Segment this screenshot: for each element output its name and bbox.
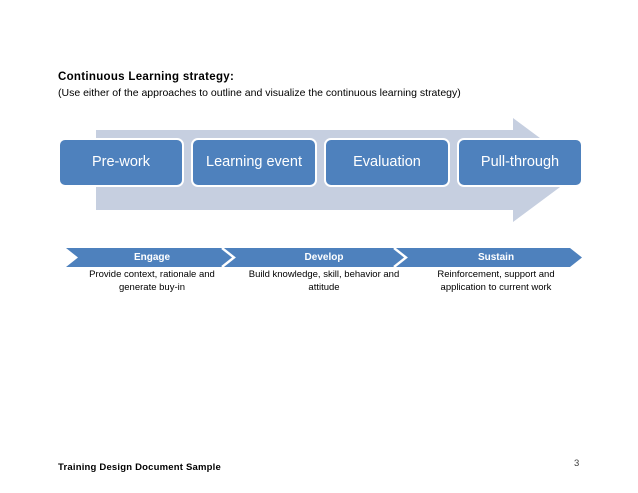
stage-box-evaluation[interactable]: Evaluation (324, 138, 450, 187)
chevron-label-list: Engage Develop Sustain (66, 248, 582, 267)
stage-arrow-diagram: Pre-work Learning event Evaluation Pull-… (58, 118, 583, 222)
chevron-step-label: Engage (133, 251, 171, 263)
heading-block: Continuous Learning strategy: (Use eithe… (58, 70, 558, 100)
chevron-step-engage[interactable]: Engage (66, 248, 238, 267)
chevron-description-engage: Provide context, rationale and generate … (66, 268, 238, 294)
stage-box-label: Pre-work (91, 154, 150, 171)
stage-box-pull-through[interactable]: Pull-through (457, 138, 583, 187)
chevron-step-develop[interactable]: Develop (238, 248, 410, 267)
stage-box-learning-event[interactable]: Learning event (191, 138, 317, 187)
chevron-description-text: Provide context, rationale and generate … (89, 269, 215, 293)
page-subtitle: (Use either of the approaches to outline… (58, 87, 461, 99)
chevron-step-sustain[interactable]: Sustain (410, 248, 582, 267)
stage-box-label: Learning event (206, 154, 302, 171)
page-title: Continuous Learning strategy: (58, 71, 235, 83)
chevron-step-label: Sustain (477, 251, 515, 263)
chevron-step-label: Develop (304, 251, 344, 263)
chevron-description-list: Provide context, rationale and generate … (66, 268, 582, 294)
stage-box-label: Evaluation (353, 154, 421, 171)
chevron-description-develop: Build knowledge, skill, behavior and att… (238, 268, 410, 294)
stage-box-list: Pre-work Learning event Evaluation Pull-… (58, 138, 583, 187)
chevron-description-text: Reinforcement, support and application t… (437, 269, 555, 293)
chevron-process-diagram: Engage Develop Sustain (66, 248, 582, 267)
footer-label: Training Design Document Sample (58, 462, 221, 473)
chevron-process-icon (66, 248, 582, 267)
chevron-description-sustain: Reinforcement, support and application t… (410, 268, 582, 294)
stage-box-label: Pull-through (480, 154, 560, 171)
chevron-description-text: Build knowledge, skill, behavior and att… (248, 269, 400, 293)
page-number: 3 (574, 458, 580, 469)
stage-box-pre-work[interactable]: Pre-work (58, 138, 184, 187)
